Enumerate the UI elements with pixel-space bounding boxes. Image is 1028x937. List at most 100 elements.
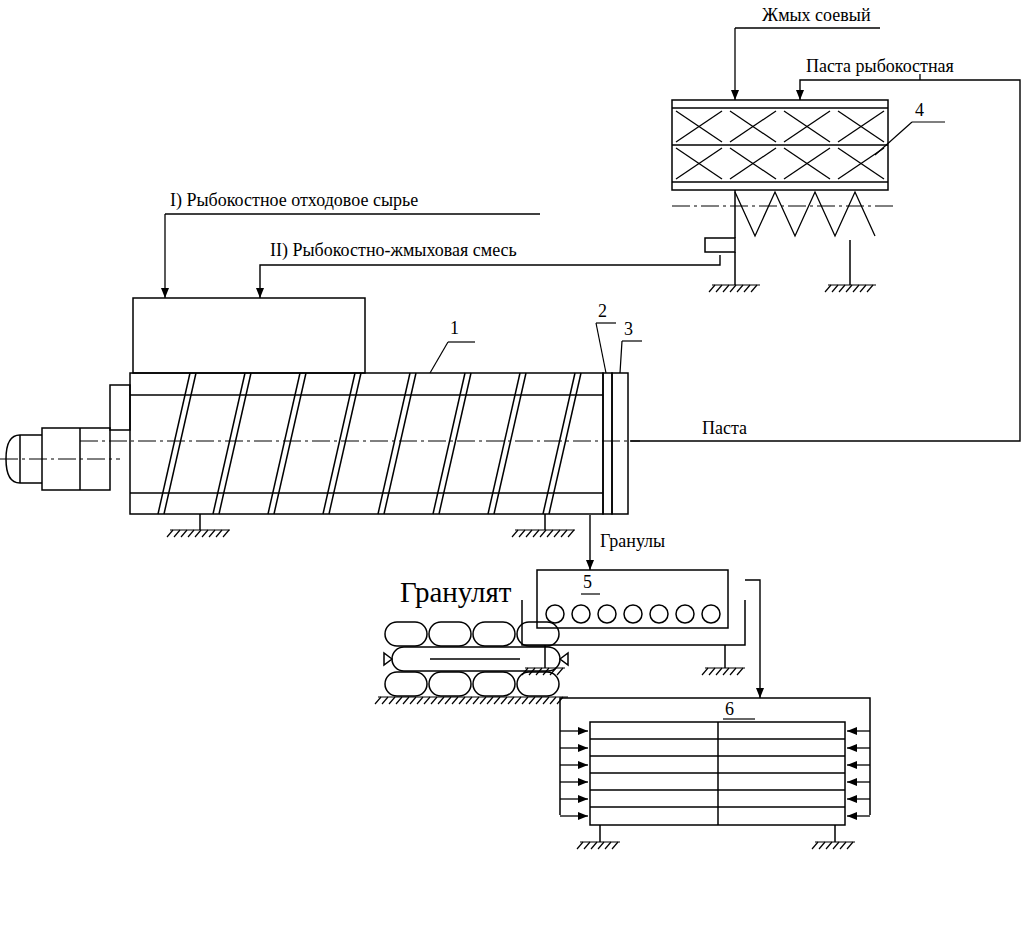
- ground-hatch: [526, 530, 532, 537]
- air-arrow: [560, 747, 588, 748]
- ground-hatch: [709, 285, 715, 292]
- ground-hatch: [536, 697, 542, 704]
- ground-hatch: [826, 842, 832, 849]
- ground-hatch: [723, 285, 729, 292]
- ground-line: [705, 667, 745, 668]
- ground-hatch: [480, 697, 486, 704]
- ground-hatch: [557, 697, 563, 704]
- callout-number: 1: [450, 318, 459, 339]
- screw-flight: [494, 373, 526, 514]
- ground-hatch: [512, 530, 518, 537]
- ground-hatch: [174, 530, 180, 537]
- mixer-blade: [676, 148, 722, 179]
- roller: [598, 605, 616, 623]
- ground-hatch: [612, 842, 618, 849]
- flow-connector: [260, 255, 720, 298]
- ground-hatch: [410, 697, 416, 704]
- ground-hatch: [389, 697, 395, 704]
- ground-hatch: [867, 285, 873, 292]
- ground-hatch: [591, 842, 597, 849]
- ground-hatch: [223, 530, 229, 537]
- ground-hatch: [202, 530, 208, 537]
- ground-line: [525, 667, 565, 668]
- ground-hatch: [382, 697, 388, 704]
- ground-hatch: [550, 697, 556, 704]
- ground-hatch: [438, 697, 444, 704]
- ground-hatch: [716, 285, 722, 292]
- ground-hatch: [584, 842, 590, 849]
- air-arrow: [847, 815, 870, 816]
- ground-line: [815, 841, 855, 842]
- ground-hatch: [819, 842, 825, 849]
- ground-hatch: [840, 842, 846, 849]
- ground-hatch: [487, 697, 493, 704]
- air-arrow: [847, 764, 870, 765]
- ground-hatch: [375, 697, 381, 704]
- flow-connector: [589, 515, 590, 570]
- screw-flight: [158, 373, 190, 514]
- screw-flights: [158, 373, 581, 514]
- ground-hatch: [598, 842, 604, 849]
- air-arrow: [847, 781, 870, 782]
- dryer-shelf: [590, 789, 845, 790]
- ground-hatch: [833, 842, 839, 849]
- ground-hatch: [529, 668, 535, 675]
- air-arrow: [560, 815, 588, 816]
- mixer-blade: [784, 148, 830, 179]
- ground-hatch: [494, 697, 500, 704]
- ground-hatch: [812, 842, 818, 849]
- screw-flight: [543, 373, 575, 514]
- ground-hatch: [723, 668, 729, 675]
- screw-flight: [213, 373, 245, 514]
- ground-hatch: [181, 530, 187, 537]
- ground-hatch: [536, 668, 542, 675]
- air-arrow: [847, 798, 870, 799]
- ground-hatch: [832, 285, 838, 292]
- ground-hatch: [452, 697, 458, 704]
- ground-hatch: [853, 285, 859, 292]
- ground-hatch: [543, 668, 549, 675]
- dryer-unit: 6: [560, 698, 870, 830]
- roller: [624, 605, 642, 623]
- input-label: Жмых соевый: [762, 5, 871, 26]
- ground-hatch: [561, 530, 567, 537]
- dryer-shelf: [590, 755, 845, 756]
- ground-hatch: [730, 285, 736, 292]
- mixer-blade: [730, 148, 776, 179]
- air-arrow: [847, 747, 870, 748]
- roller: [676, 605, 694, 623]
- cooler-rollers: [546, 605, 720, 623]
- air-arrow: [847, 730, 870, 731]
- mixer-blade: [838, 111, 884, 142]
- ground-hatch: [396, 697, 402, 704]
- ground-hatch: [522, 668, 528, 675]
- mixer-blade: [784, 111, 830, 142]
- ground-hatch: [846, 285, 852, 292]
- ground-hatch: [167, 530, 173, 537]
- ground-hatch: [403, 697, 409, 704]
- dryer-shelves: [560, 731, 870, 816]
- flow-label: Гранулы: [598, 531, 667, 552]
- mixer-blade: [730, 148, 776, 179]
- dryer: [560, 698, 870, 842]
- ground-hatch: [540, 530, 546, 537]
- ground-hatch: [424, 697, 430, 704]
- cooler: [522, 570, 745, 668]
- screw-flight: [439, 373, 471, 514]
- screw-flight: [488, 373, 520, 514]
- input-label: I) Рыбокостное отходовое сырье: [170, 190, 418, 211]
- mixer-blade: [676, 111, 722, 142]
- callout-number: 2: [598, 301, 607, 322]
- ground-hatch: [744, 285, 750, 292]
- mixer-unit: 4: [672, 100, 888, 255]
- ground-hatch: [466, 697, 472, 704]
- callout-number: 5: [583, 572, 592, 593]
- ground-line: [378, 696, 568, 697]
- roller: [702, 605, 720, 623]
- screw-flight: [268, 373, 300, 514]
- granulate-bags: [384, 622, 568, 696]
- air-arrow: [560, 798, 588, 799]
- ground-hatch: [751, 285, 757, 292]
- ground-hatch: [501, 697, 507, 704]
